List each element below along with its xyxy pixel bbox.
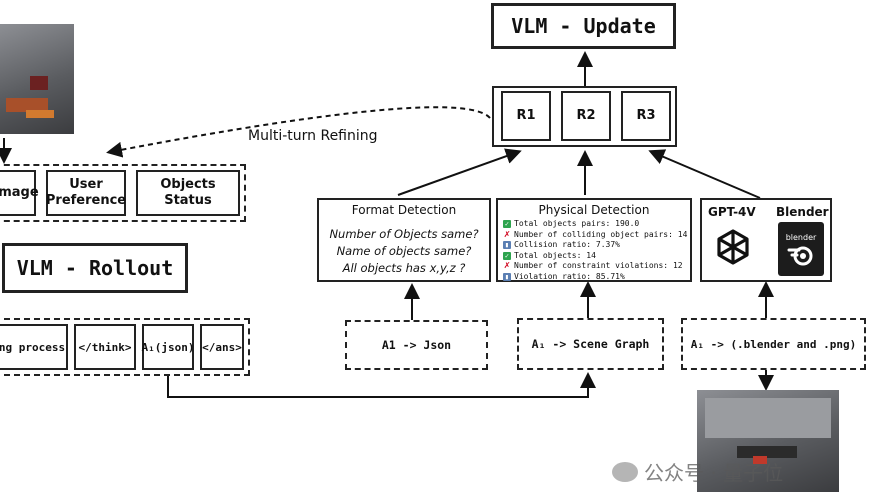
- scene-furniture-accent: [26, 110, 54, 118]
- token-think-close: </think>: [74, 324, 136, 370]
- reward-r2: R2: [561, 91, 611, 141]
- metric-row: ✓Total objects pairs: 190.0: [503, 219, 640, 229]
- render-accent: [753, 456, 767, 464]
- blender-icon: blender: [778, 222, 824, 276]
- physical-detection-box: Physical Detection ✓Total objects pairs:…: [496, 198, 692, 282]
- transform-json: A1 -> Json: [345, 320, 488, 370]
- scene-object: [30, 76, 48, 90]
- format-check: Name of objects same?: [336, 244, 472, 258]
- watermark: 公众号 · 量子位: [612, 457, 783, 486]
- rollout-sequence: ng process </think> A₁(json) </ans>: [0, 318, 250, 376]
- openai-icon: [708, 224, 758, 274]
- multi-turn-refining-label: Multi-turn Refining: [248, 128, 378, 144]
- token-ans-close: </ans>: [200, 324, 244, 370]
- render-room-wall: [705, 398, 831, 438]
- scene-furniture: [6, 98, 48, 112]
- input-user-preference: User Preference: [46, 170, 126, 216]
- input-image: Image: [0, 170, 39, 216]
- bar-chart-icon: ▮: [503, 272, 511, 281]
- input-objects-status: Objects Status: [136, 170, 240, 216]
- format-checks: Number of Objects same? Name of objects …: [319, 226, 489, 277]
- inputs-group: Image User Preference Objects Status: [0, 164, 246, 222]
- metric-row: ✗Number of constraint violations: 12: [503, 260, 683, 272]
- reward-r3: R3: [621, 91, 671, 141]
- judges-box: GPT-4V Blender blender: [700, 198, 832, 282]
- metric-row: ✓Total objects: 14: [503, 250, 596, 260]
- metric-row: ✗Number of colliding object pairs: 14: [503, 228, 688, 240]
- physical-detection-title: Physical Detection: [538, 203, 650, 217]
- format-detection-title: Format Detection: [351, 203, 457, 217]
- token-a1-json: A₁(json): [142, 324, 195, 370]
- vlm-rollout-box: VLM - Rollout: [2, 243, 188, 293]
- metric-row: ▮Collision ratio: 7.37%: [503, 240, 620, 250]
- physical-metrics: ✓Total objects pairs: 190.0 ✗Number of c…: [503, 219, 689, 282]
- wechat-icon: [612, 461, 638, 482]
- metric-row: ▮Violation ratio: 85.71%: [503, 271, 625, 281]
- check-icon: ✓: [503, 251, 511, 260]
- token-thinking-process: ng process: [0, 324, 68, 370]
- cross-icon: ✗: [503, 260, 511, 272]
- arrow-format-to-r: [397, 148, 522, 196]
- vlm-update-box: VLM - Update: [491, 3, 676, 49]
- arrow-judges-to-r: [648, 149, 761, 199]
- vlm-rollout-title: VLM - Rollout: [16, 256, 174, 280]
- format-detection-box: Format Detection Number of Objects same?…: [317, 198, 491, 282]
- transform-blender-png: A₁ -> (.blender and .png): [681, 318, 866, 370]
- rewards-group: R1 R2 R3: [492, 86, 677, 147]
- scene-image-top: [0, 24, 74, 134]
- blender-logo-text: blender: [785, 232, 817, 242]
- format-check: All objects has x,y,z ?: [342, 261, 466, 275]
- blender-label: Blender: [776, 205, 829, 219]
- refine-dashed-arrow: [106, 106, 491, 158]
- json-route-line: [167, 372, 596, 398]
- bar-chart-icon: ▮: [503, 241, 511, 250]
- format-check: Number of Objects same?: [329, 227, 479, 241]
- render-furniture: [737, 446, 797, 458]
- vlm-update-title: VLM - Update: [511, 14, 656, 38]
- transform-scene-graph: A₁ -> Scene Graph: [517, 318, 664, 370]
- check-icon: ✓: [503, 220, 511, 229]
- scene-render-bottom: [697, 390, 839, 492]
- reward-r1: R1: [501, 91, 551, 141]
- gpt4v-label: GPT-4V: [708, 205, 756, 219]
- cross-icon: ✗: [503, 228, 511, 240]
